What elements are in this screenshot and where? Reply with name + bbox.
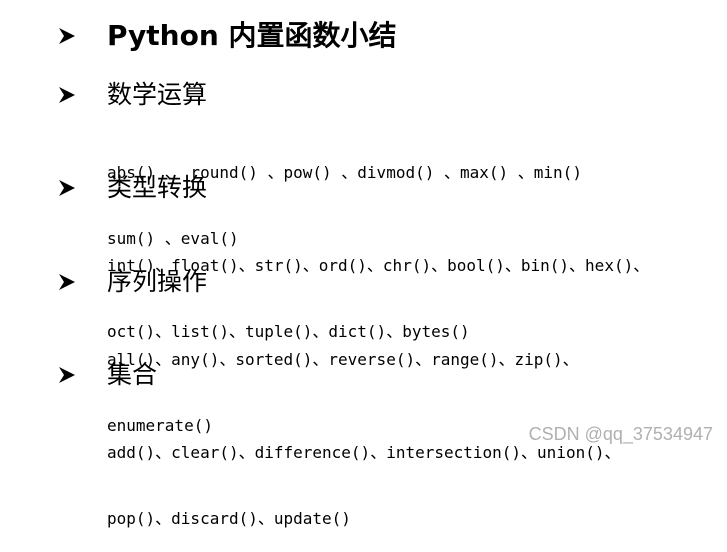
page-title: Python 内置函数小结 xyxy=(107,19,397,52)
arrowhead-bullet-icon xyxy=(58,179,76,197)
section-body-type-conversion: int()、float()、str()、ord()、chr()、bool()、b… xyxy=(107,211,707,365)
section-body-sequence-ops: all()、any()、sorted()、reverse()、range()、z… xyxy=(107,305,707,459)
function-list-line: int()、float()、str()、ord()、chr()、bool()、b… xyxy=(107,256,650,275)
watermark: CSDN @qq_37534947 xyxy=(528,424,713,444)
section-body-math: abs() 、 round() 、pow() 、divmod() 、max() … xyxy=(107,118,707,272)
function-list-line: all()、any()、sorted()、reverse()、range()、z… xyxy=(107,350,579,369)
section-heading-sequence-ops: 序列操作 xyxy=(107,267,208,296)
arrowhead-bullet-icon xyxy=(58,86,76,104)
function-list-line: abs() 、 round() 、pow() 、divmod() 、max() … xyxy=(107,163,582,182)
section-heading-sets: 集合 xyxy=(107,360,158,389)
arrowhead-bullet-icon xyxy=(58,273,76,291)
section-heading-math: 数学运算 xyxy=(107,80,208,109)
function-list-line: enumerate() xyxy=(107,416,213,435)
function-list-line: pop()、discard()、update() xyxy=(107,509,351,528)
arrowhead-bullet-icon xyxy=(58,27,76,45)
function-list-line: oct()、list()、tuple()、dict()、bytes() xyxy=(107,322,470,341)
section-heading-type-conversion: 类型转换 xyxy=(107,173,208,202)
function-list-line: sum() 、eval() xyxy=(107,229,239,248)
arrowhead-bullet-icon xyxy=(58,366,76,384)
